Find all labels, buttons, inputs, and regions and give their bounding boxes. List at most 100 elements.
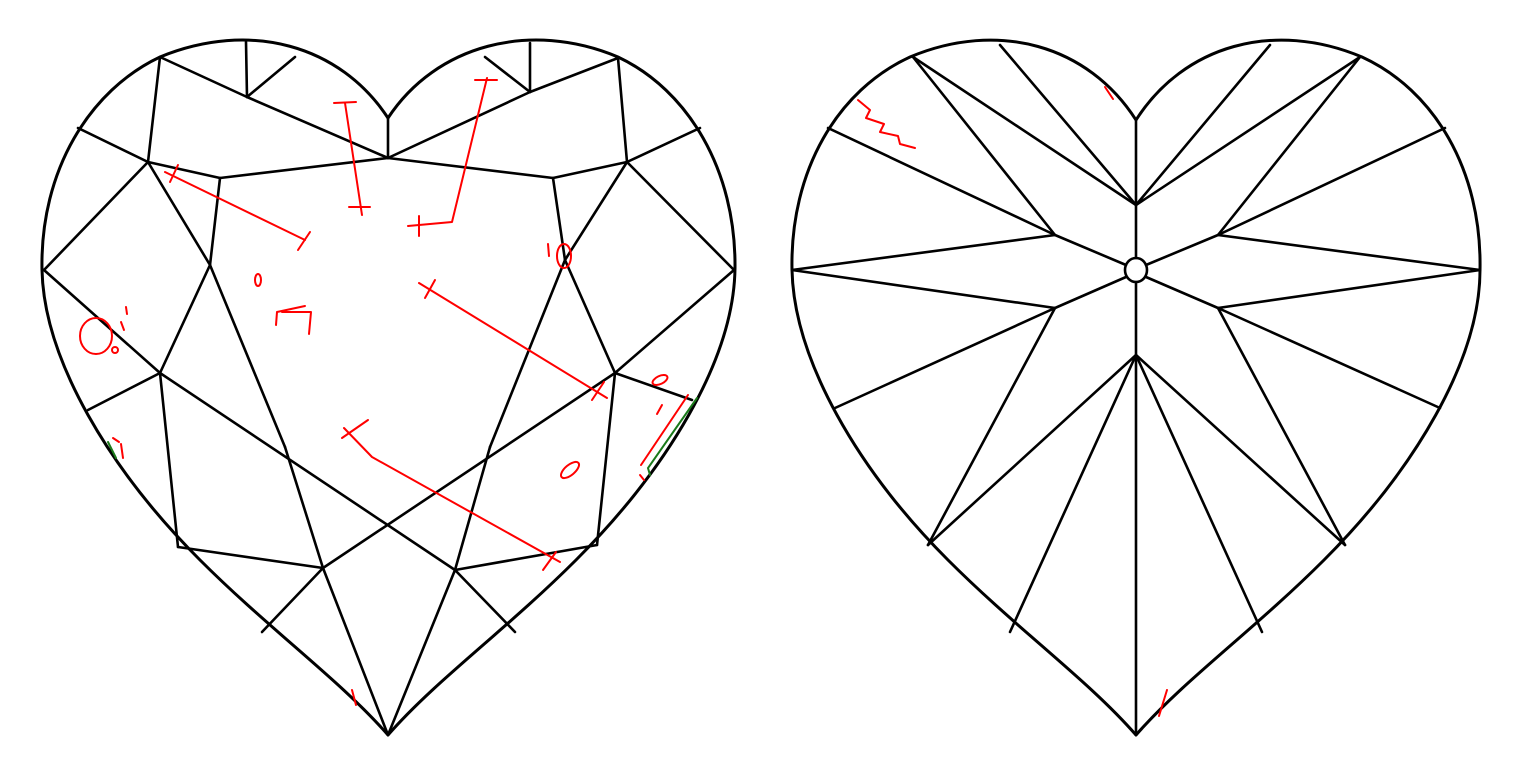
pinpoint-mark xyxy=(639,474,645,481)
facet-line xyxy=(76,126,150,164)
facet-line xyxy=(1053,275,1128,310)
facet-line xyxy=(283,445,325,570)
facet-line xyxy=(613,371,694,402)
facet-line xyxy=(595,371,617,547)
facet-line xyxy=(998,43,1138,207)
facet-line xyxy=(86,371,162,412)
feather-tick xyxy=(424,279,436,299)
facet-line xyxy=(158,371,180,549)
facet-line xyxy=(158,55,249,99)
facet-line xyxy=(453,445,492,572)
crystal-mark xyxy=(651,374,669,386)
crown-diagram xyxy=(40,38,737,737)
crystal-mark xyxy=(79,317,113,355)
feather-tick xyxy=(341,419,369,439)
facet-line xyxy=(563,160,629,262)
facet-line xyxy=(453,568,517,634)
facet-line xyxy=(1134,55,1362,207)
facet-line xyxy=(1053,233,1128,267)
natural-mark xyxy=(1104,86,1114,100)
feather-mark xyxy=(164,171,306,241)
pavilion-diagram xyxy=(790,38,1482,737)
pinpoint-mark xyxy=(120,321,125,331)
facet-line xyxy=(386,90,532,160)
facet-line xyxy=(551,160,629,180)
facet-line xyxy=(146,160,212,267)
crystal-mark xyxy=(254,273,262,287)
natural-mark xyxy=(351,689,357,706)
facet-line xyxy=(826,126,1057,237)
facet-line xyxy=(1216,306,1442,410)
facet-line xyxy=(528,56,620,94)
feather-mark xyxy=(418,282,608,399)
facet-line xyxy=(42,268,162,375)
culet xyxy=(1123,256,1149,284)
feather-mark xyxy=(857,99,916,149)
facet-line xyxy=(833,306,1057,410)
facet-line xyxy=(1216,55,1362,237)
facet-line xyxy=(1216,306,1347,547)
facet-line xyxy=(158,263,212,375)
feather-tick xyxy=(591,381,605,401)
pinpoint-mark xyxy=(111,346,119,354)
facet-line xyxy=(1134,43,1272,207)
facet-line xyxy=(790,233,1057,272)
feather-mark xyxy=(640,394,689,466)
facet-line xyxy=(1134,353,1264,634)
facet-line xyxy=(321,566,390,737)
facet-line xyxy=(158,371,457,572)
facet-line xyxy=(483,55,532,94)
facet-line xyxy=(208,263,287,449)
natural-mark xyxy=(112,437,120,443)
facet-line xyxy=(790,268,1057,310)
facet-line xyxy=(453,543,599,572)
facet-line xyxy=(1144,233,1220,267)
facet-line xyxy=(911,55,1057,237)
feather-tick xyxy=(297,231,311,251)
facet-line xyxy=(1216,233,1482,272)
facet-line xyxy=(146,160,222,180)
facet-line xyxy=(208,176,222,267)
facet-line xyxy=(386,156,555,180)
feather-tick xyxy=(333,101,357,104)
facet-line xyxy=(146,55,162,164)
crystal-mark xyxy=(559,460,581,480)
facet-line xyxy=(176,545,325,570)
facet-line xyxy=(244,40,249,99)
extra-facet-mark xyxy=(107,441,117,459)
pinpoint-mark xyxy=(125,306,128,315)
facet-line xyxy=(926,353,1138,547)
facet-line xyxy=(245,55,297,99)
pavilion-inclusions xyxy=(857,86,1168,717)
cloud-mark xyxy=(275,305,306,326)
facet-line xyxy=(245,95,390,160)
facet-line xyxy=(1008,353,1138,634)
facet-line xyxy=(625,126,702,164)
feather-mark xyxy=(407,77,488,227)
pinpoint-mark xyxy=(547,243,550,257)
natural-mark xyxy=(1158,689,1168,717)
facet-line xyxy=(1144,275,1220,310)
extra-facet-mark xyxy=(646,397,698,476)
facet-line xyxy=(616,56,629,164)
crystal-mark xyxy=(556,243,572,269)
natural-mark xyxy=(120,443,124,459)
facet-line xyxy=(926,306,1057,547)
facet-line xyxy=(321,371,617,570)
crown-facets xyxy=(42,40,736,737)
crown-inclusions xyxy=(79,77,698,706)
facet-line xyxy=(911,55,1138,207)
feather-mark xyxy=(343,427,561,563)
feather-tick xyxy=(542,551,557,571)
facet-line xyxy=(1134,353,1347,547)
facet-line xyxy=(551,176,567,262)
facet-line xyxy=(42,160,150,272)
pinpoint-mark xyxy=(656,404,663,415)
facet-line xyxy=(625,160,736,272)
facet-line xyxy=(260,566,325,634)
cloud-mark xyxy=(281,311,312,335)
facet-line xyxy=(488,258,567,449)
feather-tick xyxy=(169,164,179,183)
facet-line xyxy=(563,258,617,375)
